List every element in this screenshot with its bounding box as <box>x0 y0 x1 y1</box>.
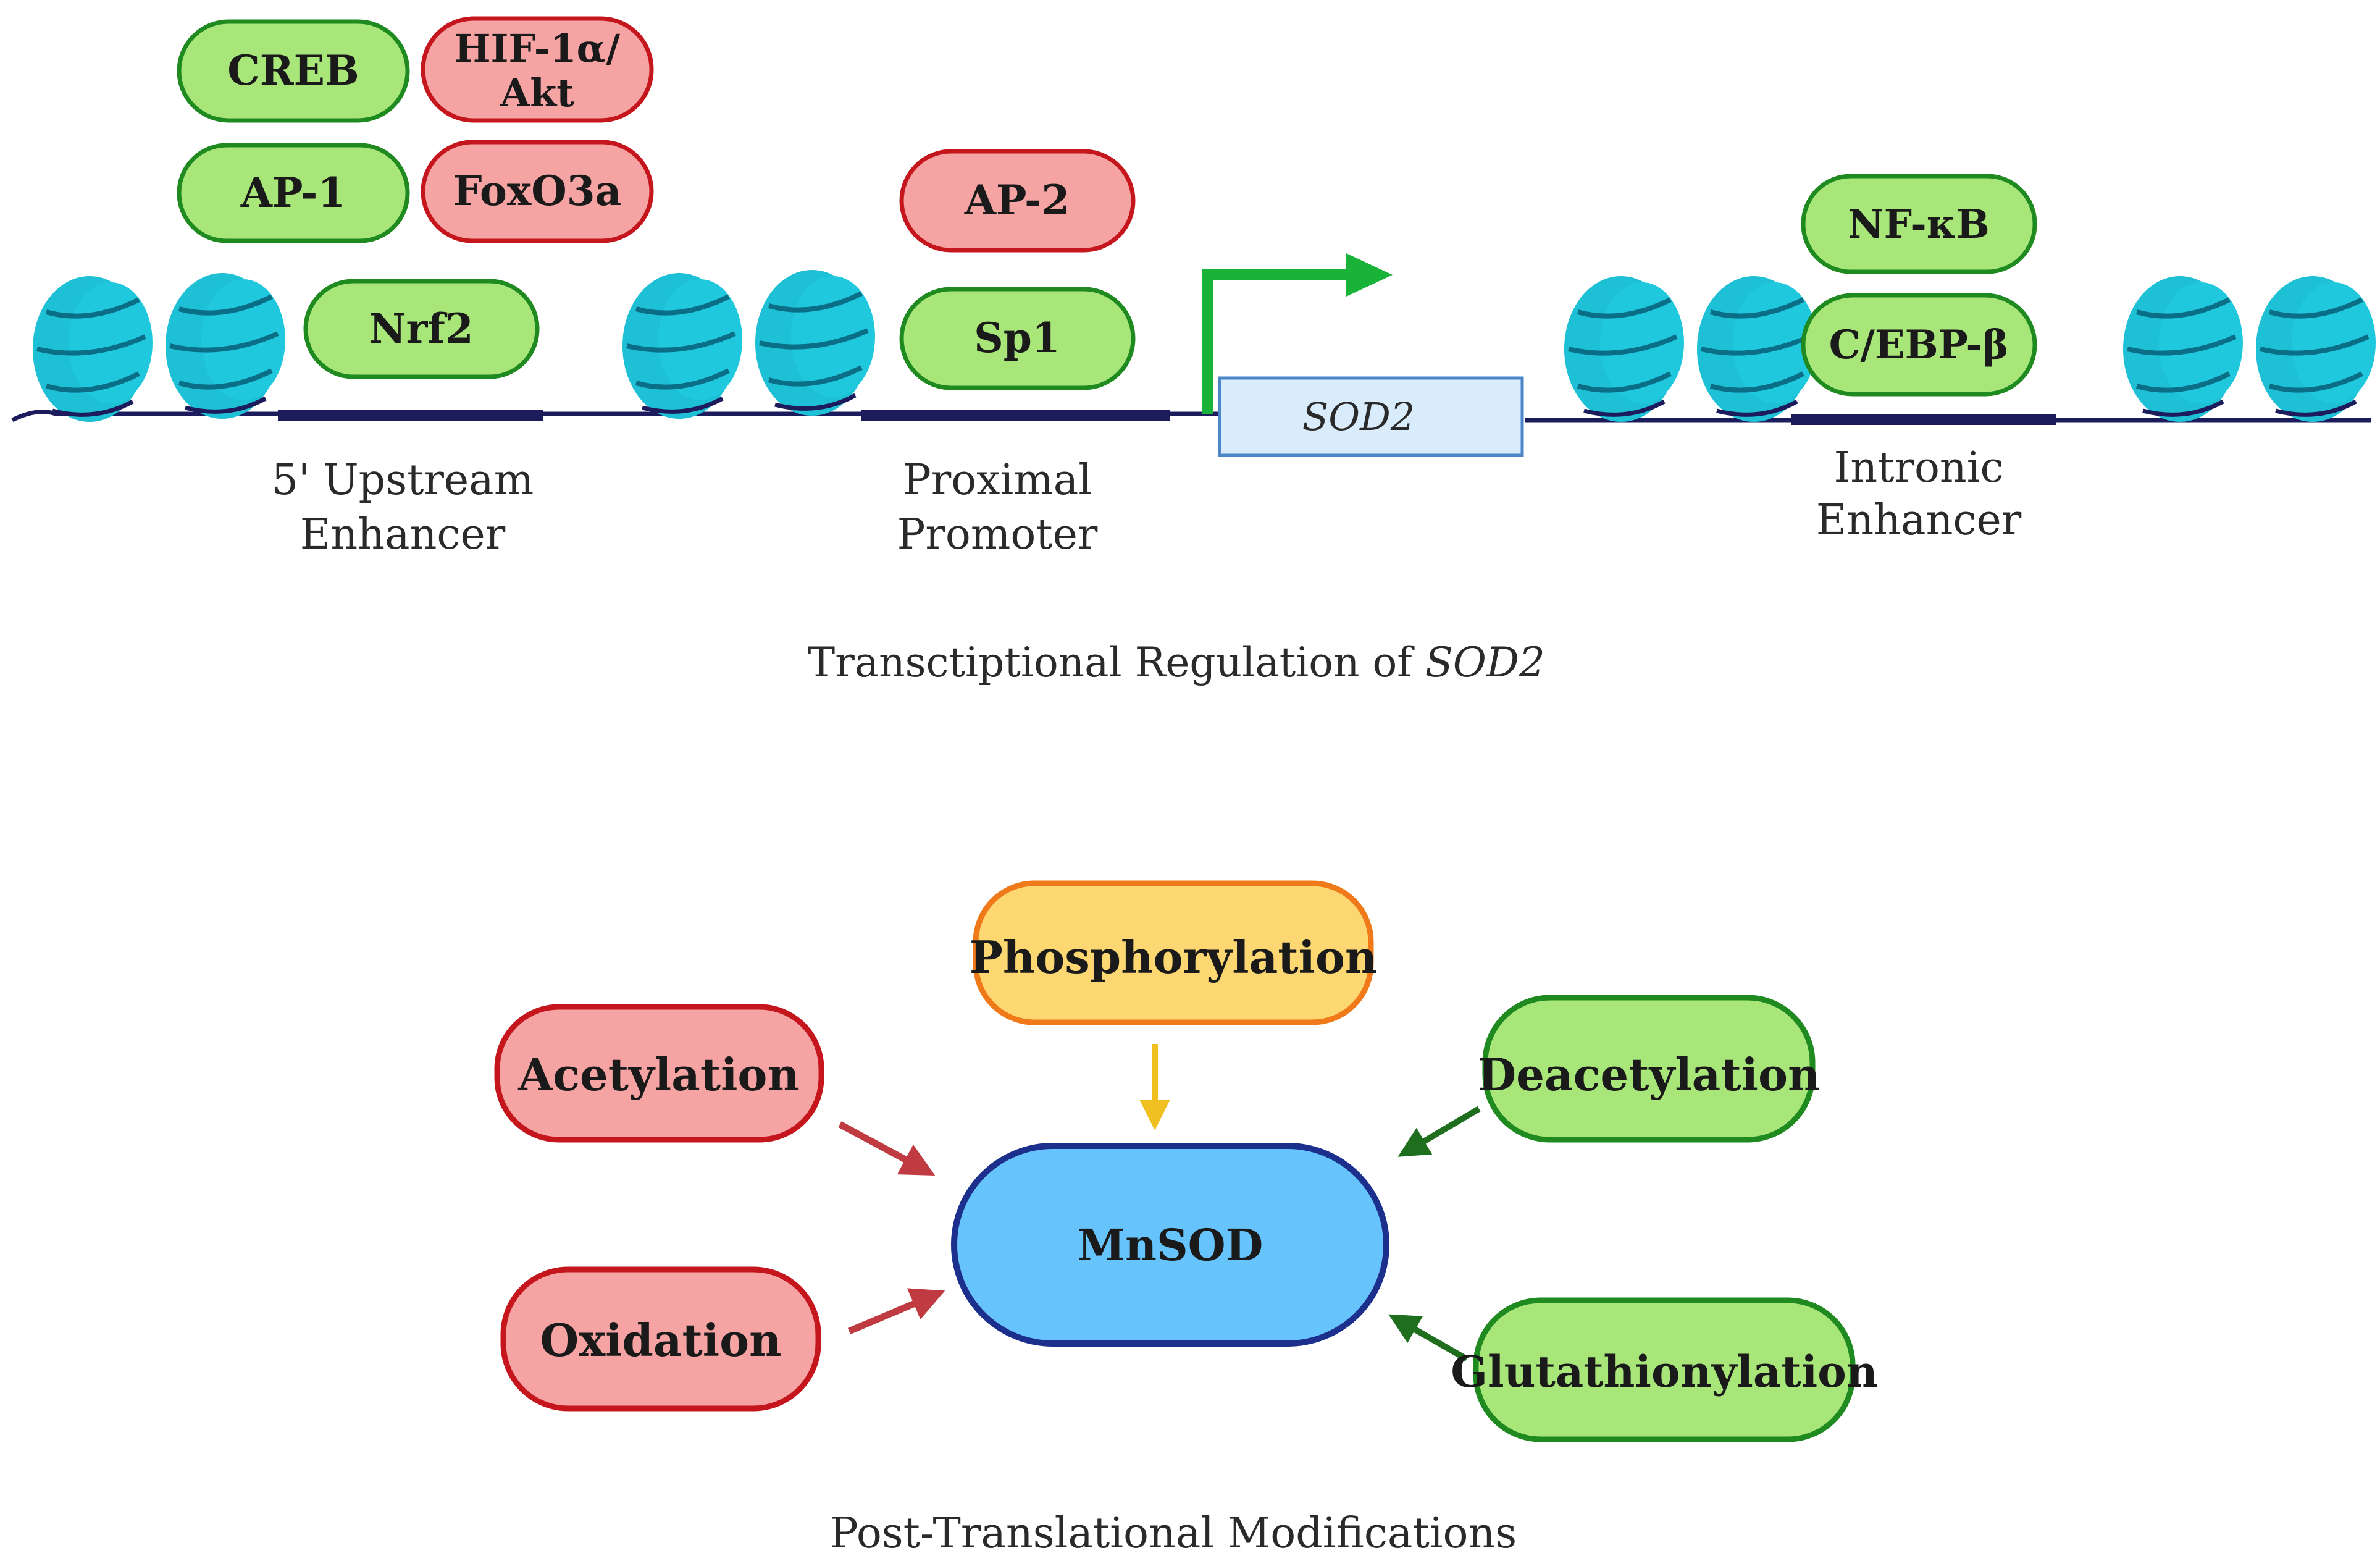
factor-sp1-label: Sp1 <box>974 314 1060 362</box>
region-upstream-line1: 5' Upstream <box>272 456 534 505</box>
sod2-gene-label: SOD2 <box>1302 394 1415 439</box>
ptm-deacetylation-label: Deacetylation <box>1478 1048 1821 1101</box>
factor-creb-label: CREB <box>227 46 359 95</box>
factor-creb: CREB <box>177 19 410 123</box>
deacetylation-arrow <box>1397 1106 1481 1157</box>
factor-cebpb-label: C/EBP-β <box>1829 322 2009 368</box>
transcription-title: Transctiptional Regulation of SOD2 <box>808 639 1545 686</box>
nucleosome-pair-3 <box>1564 276 1817 422</box>
proximal-promoter-region <box>861 410 1170 421</box>
upstream-enhancer-region <box>278 410 543 421</box>
region-promoter-line2: Promoter <box>897 510 1098 559</box>
factor-ap2-label: AP-2 <box>964 176 1070 224</box>
ptm-phosphorylation-label: Phosphorylation <box>970 931 1378 983</box>
ptm-title: Post-Translational Modifications <box>830 1509 1517 1558</box>
ptm-center-label: MnSOD <box>1078 1219 1263 1271</box>
acetylation-arrow <box>838 1121 936 1176</box>
ptm-glutathionylation: Glutathionylation <box>1451 1297 1878 1442</box>
region-intronic-line1: Intronic <box>1833 444 2003 492</box>
factor-nrf2: Nrf2 <box>303 279 540 379</box>
nucleosome-pair-1 <box>33 273 285 422</box>
ptm-center-mnsod: MnSOD <box>951 1143 1389 1347</box>
ptm-oxidation-label: Oxidation <box>540 1314 782 1366</box>
factor-hif-label-line1: HIF-1α/ <box>455 26 620 71</box>
nucleosome-pair-2 <box>622 270 875 419</box>
ptm-phosphorylation: Phosphorylation <box>970 880 1378 1025</box>
nucleosome-pair-4 <box>2123 276 2376 422</box>
factor-nfkb: NF-κB <box>1801 174 2037 274</box>
factor-foxo3a-label: FoxO3a <box>453 167 622 215</box>
factor-nfkb-label: NF-κB <box>1848 201 1990 248</box>
ptm-oxidation: Oxidation <box>500 1266 821 1412</box>
factor-nrf2-label: Nrf2 <box>369 305 473 353</box>
ptm-acetylation: Acetylation <box>494 1004 824 1143</box>
factor-hif-label-line2: Akt <box>500 70 574 116</box>
ptm-glutathionylation-label: Glutathionylation <box>1451 1346 1878 1397</box>
region-intronic-line2: Enhancer <box>1816 496 2022 545</box>
region-promoter-line1: Proximal <box>903 456 1092 505</box>
factor-hif-akt: HIF-1α/ Akt <box>421 16 654 123</box>
tss-arrow <box>1202 253 1393 414</box>
factor-ap1: AP-1 <box>177 143 410 243</box>
factor-ap2: AP-2 <box>899 149 1136 253</box>
factor-foxo3a: FoxO3a <box>421 140 654 243</box>
ptm-arrows <box>838 1044 1481 1362</box>
transcription-title-prefix: Transctiptional Regulation of <box>808 639 1425 686</box>
factor-cebpb: C/EBP-β <box>1801 293 2037 397</box>
intronic-enhancer-region <box>1791 414 2056 425</box>
sod2-gene-box: SOD2 <box>1218 376 1524 457</box>
ptm-deacetylation: Deacetylation <box>1478 995 1821 1143</box>
oxidation-arrow <box>847 1288 945 1335</box>
transcription-title-gene: SOD2 <box>1425 639 1545 686</box>
region-upstream-line2: Enhancer <box>300 510 506 559</box>
factor-sp1: Sp1 <box>899 287 1136 390</box>
glutathionylation-arrow <box>1388 1314 1469 1362</box>
ptm-acetylation-label: Acetylation <box>517 1048 800 1101</box>
factor-ap1-label: AP-1 <box>240 169 346 217</box>
